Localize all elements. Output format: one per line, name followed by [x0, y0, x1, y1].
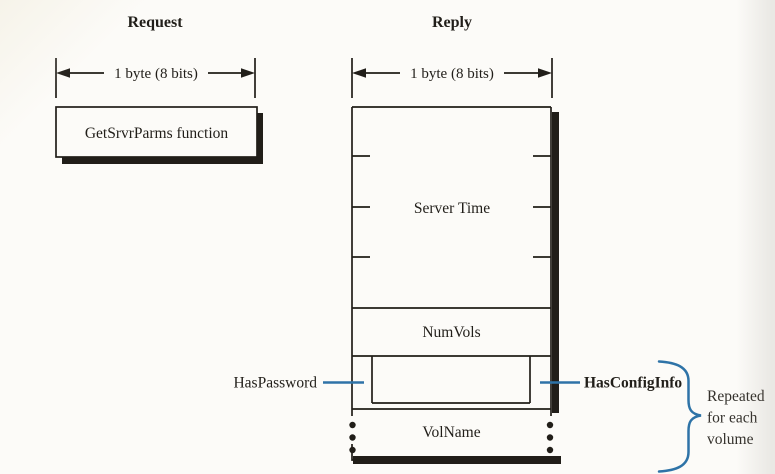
reply-header: Reply: [432, 14, 472, 31]
ellipsis-dots-right: [546, 421, 554, 454]
has-config-info-label: HasConfigInfo: [584, 375, 682, 392]
server-time-label: Server Time: [414, 200, 490, 217]
arrow-label-mask: [104, 63, 208, 82]
server-time-section: Server Time: [352, 155, 551, 309]
repeat-note-line2: for each: [707, 410, 758, 427]
request-byte-width-arrow: 1 byte (8 bits): [55, 58, 256, 98]
reply-byte-width-arrow: 1 byte (8 bits): [351, 58, 553, 98]
request-function-box: GetSrvrParms function: [55, 106, 263, 164]
request-function-label: GetSrvrParms function: [85, 125, 229, 142]
has-password-label: HasPassword: [233, 375, 317, 392]
reply-packet-box: Server Time NumVols: [349, 106, 561, 464]
has-password-callout: HasPassword: [233, 375, 364, 392]
request-panel: Request 1 byte (8 bits) GetSrvrParms fun…: [55, 14, 263, 164]
box-outline: [55, 106, 258, 158]
box-fill: [352, 107, 551, 409]
byte-tick-marks: [352, 155, 551, 258]
box-shadow-bottom: [353, 456, 561, 464]
num-vols-label: NumVols: [422, 324, 480, 341]
arrowhead-right-icon: [241, 68, 255, 78]
vol-name-section: VolName: [349, 421, 554, 454]
request-header: Request: [127, 14, 183, 31]
request-byte-width-label: 1 byte (8 bits): [114, 66, 198, 82]
arrowhead-right-icon: [538, 68, 552, 78]
vol-name-label: VolName: [422, 424, 480, 441]
repeat-brace-icon: [657, 360, 702, 473]
repeat-note-line3: volume: [707, 431, 754, 448]
arrowhead-left-icon: [56, 68, 70, 78]
arrow-label-mask: [400, 63, 504, 82]
box-shadow-right: [552, 112, 559, 413]
num-vols-section: NumVols: [352, 324, 551, 357]
repeat-annotation: Repeated for each volume: [657, 360, 765, 473]
arrowhead-left-icon: [352, 68, 366, 78]
reply-panel: Reply 1 byte (8 bits): [233, 14, 765, 473]
reply-byte-width-label: 1 byte (8 bits): [410, 66, 494, 82]
has-config-info-callout: HasConfigInfo: [540, 375, 682, 392]
ellipsis-dots-left: [349, 421, 356, 454]
flag-byte-row: [352, 356, 551, 410]
repeat-note-line1: Repeated: [707, 388, 765, 405]
